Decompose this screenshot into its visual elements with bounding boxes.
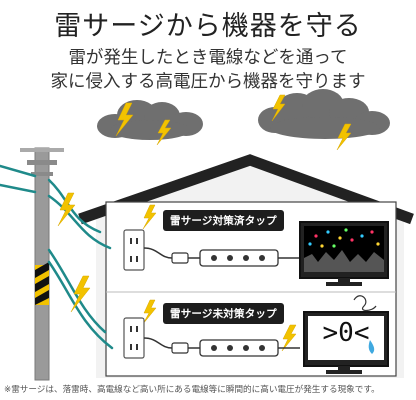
power-strip-icon xyxy=(143,247,300,267)
power-strip-icon xyxy=(143,337,300,357)
cloud-icon-left xyxy=(97,100,203,140)
broken-tv-face: >0< xyxy=(322,318,370,348)
lightning-icon xyxy=(70,275,91,313)
subtitle-line-1: 雷が発生したとき電線などを通って xyxy=(68,48,348,68)
footnote: ※雷サージは、落雷時、高電線など高い所にある電線等に瞬間的に高い電圧が発生する現… xyxy=(4,385,380,395)
lightning-icon xyxy=(156,119,172,146)
lightning-icon xyxy=(115,102,134,137)
tv-icon-working xyxy=(299,221,389,286)
lightning-icon xyxy=(57,192,76,227)
lightning-icon xyxy=(271,94,286,122)
lightning-icon xyxy=(281,324,297,352)
wall-outlet-icon xyxy=(123,317,145,359)
lightning-icon xyxy=(142,204,157,230)
tv-icon-broken xyxy=(303,295,389,374)
subtitle-line-2: 家に侵入する高電圧から機器を守ります xyxy=(50,72,366,92)
hazard-stripe xyxy=(35,262,49,305)
label-unprotected-strip: 雷サージ未対策タップ xyxy=(163,303,284,324)
cloud-icon-right xyxy=(258,89,390,139)
power-lines xyxy=(0,164,114,350)
page-title: 雷サージから機器を守る xyxy=(54,11,362,42)
lightning-icon xyxy=(142,299,157,325)
lightning-icon xyxy=(336,123,352,151)
wall-outlet-icon xyxy=(123,229,145,271)
label-protected-strip: 雷サージ対策済タップ xyxy=(163,210,284,231)
utility-pole-icon xyxy=(20,147,64,381)
